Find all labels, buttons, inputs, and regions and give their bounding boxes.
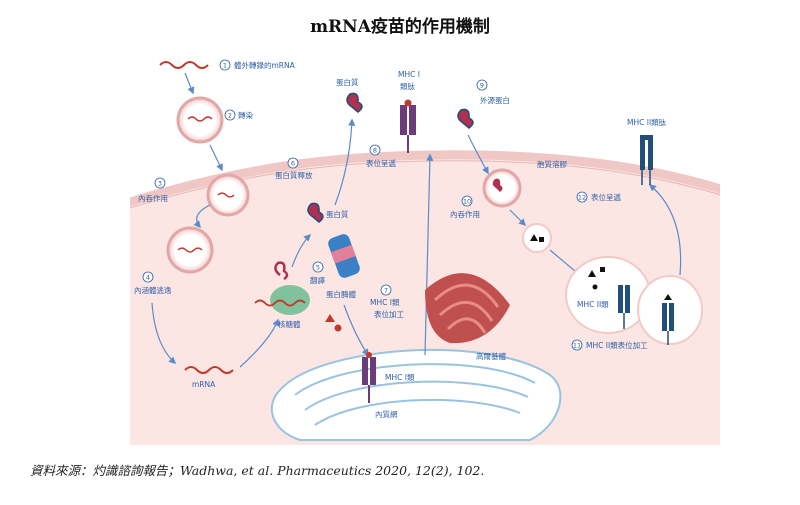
exogenous-protein: [457, 108, 474, 129]
label-endocytosis: 內吞作用: [138, 193, 168, 203]
mrna-strand-external: [159, 61, 209, 69]
label-ivt-mrna: 體外轉錄的mRNA: [234, 60, 296, 70]
step-number-5: 5: [316, 264, 320, 272]
mhc2-molecule-1: [618, 285, 630, 329]
cell-cytoplasm: [130, 154, 720, 445]
label-exogenous-protein: 外源蛋白: [480, 95, 510, 105]
endocytosis-vesicle: [206, 173, 250, 217]
label-cytosol: 胞質溶膠: [537, 159, 567, 169]
label-endocytosis-2: 內吞作用: [450, 209, 480, 219]
source-citation: 資料來源：灼識諮詢報告；Wadhwa, et al. Pharmaceutics…: [30, 463, 485, 478]
mechanism-diagram: 1 體外轉錄的mRNA 2 轉染 3 內吞作用 4 內涵體逃逸 mRNA 5 翻…: [130, 45, 720, 445]
label-mhc1-class: MHC I類: [370, 297, 400, 307]
label-translation: 翻譯: [310, 275, 325, 285]
label-epitope-processing: 表位加工: [374, 309, 404, 319]
label-peptide: 類肽: [400, 81, 415, 91]
protein-middle: [307, 202, 324, 223]
proteasome: [328, 234, 360, 278]
step-number-7: 7: [384, 287, 388, 295]
mhc2-molecule-2: [662, 294, 674, 345]
label-mhc2-mid: MHC II類: [577, 299, 609, 309]
label-protein-top: 蛋白質: [336, 77, 359, 87]
label-mhc1: MHC I: [398, 70, 420, 79]
protein-chain: [274, 261, 289, 281]
step-number-1: 1: [223, 62, 227, 70]
step-number-11: 11: [573, 342, 581, 350]
fragment-vesicle: [522, 223, 552, 253]
step-number-6: 6: [291, 160, 295, 168]
mhc1-surface: [400, 99, 416, 153]
label-mrna: mRNA: [192, 380, 216, 389]
figure-title: mRNA疫苗的作用機制: [310, 17, 490, 37]
label-protein-release: 蛋白質釋放: [275, 170, 313, 180]
mhc2-surface: [640, 135, 653, 185]
label-epitope-presentation-2: 表位呈遞: [591, 192, 621, 202]
ribosome: [270, 285, 310, 315]
step-number-8: 8: [373, 147, 377, 155]
endosome: [166, 226, 214, 274]
endoplasmic-reticulum: [270, 348, 562, 441]
label-proteasome: 蛋白酶體: [326, 289, 356, 299]
step-number-10: 10: [463, 198, 471, 206]
label-endosomal-escape: 內涵體逃逸: [134, 285, 172, 295]
step-number-9: 9: [480, 82, 484, 90]
golgi-apparatus: [425, 273, 510, 344]
label-epitope-presentation-1: 表位呈遞: [366, 158, 396, 168]
mrna-strand-cytoplasm: [184, 366, 234, 374]
step-number-2: 2: [228, 112, 232, 120]
label-mhc2-top: MHC II類肽: [627, 117, 667, 127]
label-er: 內質網: [375, 409, 398, 419]
label-er-mhc1: MHC I類: [385, 372, 415, 382]
lipid-nanoparticle: [176, 96, 224, 144]
label-protein-middle: 蛋白質: [326, 209, 349, 219]
step-number-3: 3: [158, 180, 162, 188]
label-transfection: 轉染: [238, 110, 253, 120]
label-ribosome: 核糖體: [278, 319, 301, 329]
mhc1-in-er: [362, 352, 376, 403]
protein-top: [346, 92, 363, 113]
step-number-12: 12: [578, 194, 586, 202]
step-number-4: 4: [146, 274, 150, 282]
label-golgi: 高爾基體: [476, 351, 506, 361]
label-mhc2-processing: MHC II類表位加工: [586, 340, 648, 350]
